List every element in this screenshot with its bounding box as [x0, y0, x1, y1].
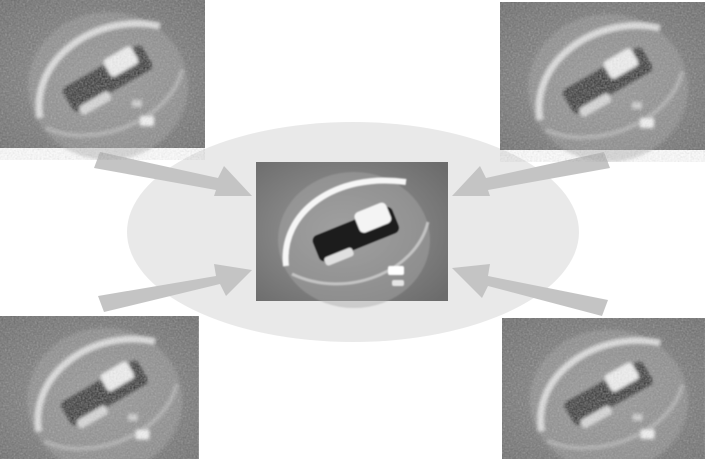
input-frame-bottom-right	[502, 318, 705, 459]
arrow-top-right	[452, 152, 610, 196]
arrow-top-left	[94, 152, 252, 196]
input-frame-top-right	[500, 2, 705, 162]
input-frame-top-left	[0, 0, 205, 160]
arrow-bottom-right	[452, 264, 608, 316]
output-frame-center	[256, 162, 448, 308]
input-frame-bottom-left	[0, 316, 199, 459]
arrow-bottom-left	[98, 264, 252, 312]
